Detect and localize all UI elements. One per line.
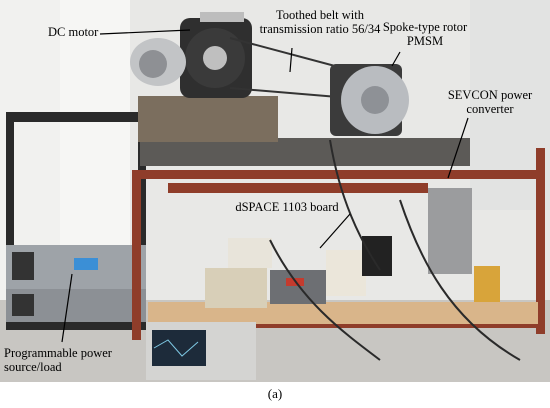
label-sevcon: SEVCON power converter xyxy=(440,88,540,116)
dc-motor xyxy=(130,12,252,98)
test-bench-scene xyxy=(0,0,550,382)
figure-caption: (a) xyxy=(267,386,283,401)
motor-stand xyxy=(138,96,278,142)
label-prog-line1: Programmable power xyxy=(4,346,112,360)
sevcon-converter xyxy=(428,188,472,274)
oscilloscope xyxy=(146,322,256,380)
label-rotor: Spoke-type rotor PMSM xyxy=(375,20,475,48)
label-belt-line1: Toothed belt with xyxy=(275,8,364,22)
label-sevcon-line2: converter xyxy=(466,102,514,116)
label-prog-line2: source/load xyxy=(4,360,62,374)
label-belt-line2: transmission ratio 56/34 xyxy=(259,22,381,36)
equipment-rack xyxy=(6,112,146,330)
bed-plate xyxy=(140,138,470,166)
label-rotor-line2: PMSM xyxy=(406,34,444,48)
label-dspace: dSPACE 1103 board xyxy=(235,200,339,214)
label-rotor-line1: Spoke-type rotor xyxy=(382,20,468,34)
instruments xyxy=(205,236,500,308)
annotation-arrows xyxy=(61,29,469,343)
cables xyxy=(269,139,521,361)
label-sevcon-line1: SEVCON power xyxy=(447,88,533,102)
label-programmable-source: Programmable power source/load xyxy=(4,346,144,374)
test-bench-photo: DC motor Toothed belt with transmission … xyxy=(0,0,550,382)
label-dc-motor: DC motor xyxy=(48,25,99,39)
pmsm-motor xyxy=(330,64,409,136)
label-belt: Toothed belt with transmission ratio 56/… xyxy=(255,8,385,36)
